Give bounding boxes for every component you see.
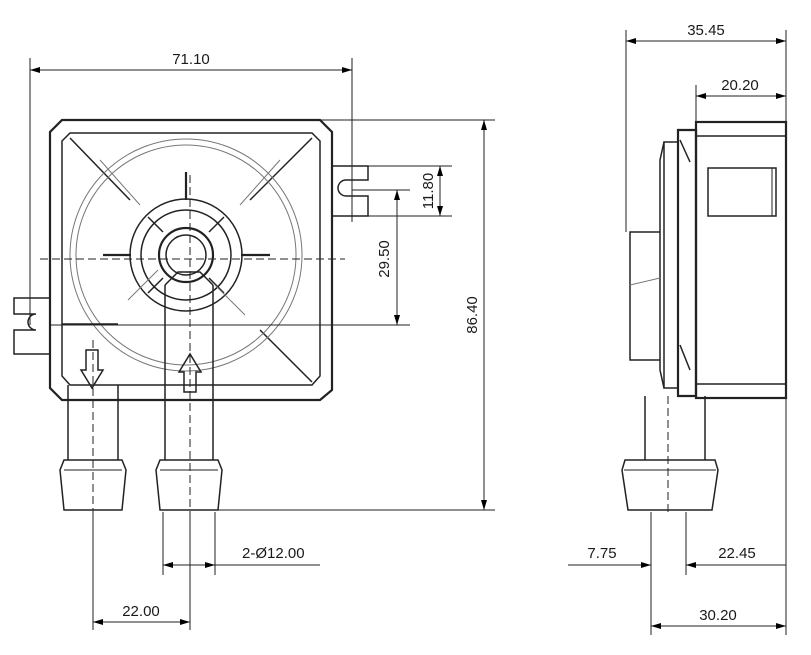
mount-tab-right [332, 165, 369, 217]
side-cover-edge [659, 141, 665, 389]
spoke-tr [208, 216, 225, 233]
corner-rib-tl-2 [99, 159, 141, 206]
rotor-outer-2 [75, 144, 297, 366]
rotor-ring-inner [140, 209, 232, 301]
corner-rib-tl [69, 137, 131, 201]
dim-slot-height: 11.80 [420, 173, 437, 209]
side-hub [629, 231, 660, 361]
dim-mount-spacing: 29.50 [376, 240, 393, 278]
rotor-shaft [165, 234, 207, 276]
side-tube [621, 396, 719, 511]
inlet-flow-arrow [177, 352, 203, 393]
side-body [694, 120, 788, 400]
side-plate-ribs [679, 139, 691, 371]
spoke-br [208, 277, 225, 294]
dim-side-depth: 35.45 [687, 22, 725, 39]
outlet-tube [59, 385, 127, 511]
side-hub-line [629, 277, 661, 286]
dim-port-diameter: 2-Ø12.00 [242, 545, 305, 562]
corner-rib-br [259, 329, 313, 383]
corner-rib-tr [249, 137, 313, 201]
side-view: 35.45 20.20 7.75 22.45 30.20 [568, 22, 788, 635]
spoke-bl [147, 277, 164, 294]
front-housing-inner [61, 132, 321, 386]
spoke-tl [147, 216, 164, 233]
corner-rib-tr-2 [239, 159, 281, 206]
dim-side-body: 20.20 [721, 77, 759, 94]
dim-port-spacing: 22.00 [122, 603, 160, 620]
side-front-plate [676, 128, 698, 398]
rotor-ring [129, 198, 243, 312]
dim-side-left-offset: 7.75 [587, 545, 616, 562]
rib-bl [127, 269, 159, 301]
dim-side-port-total: 30.20 [699, 607, 737, 624]
dim-side-port-right: 22.45 [718, 545, 756, 562]
mount-tab-left [13, 297, 50, 355]
rib-br [214, 284, 246, 316]
front-view: 71.10 86.40 29.50 11.80 2-Ø12.00 22.00 [13, 51, 495, 630]
front-housing-outer [48, 118, 334, 402]
side-body-window [707, 167, 777, 217]
dim-front-width: 71.10 [172, 51, 210, 68]
dim-front-height: 86.40 [464, 296, 481, 334]
rotor-outer [69, 138, 303, 372]
outlet-flow-arrow [79, 349, 105, 390]
rotor-hub [157, 226, 215, 284]
inlet-tube-shoulder [164, 271, 214, 286]
side-cover [663, 141, 679, 389]
inlet-tube [155, 285, 223, 511]
